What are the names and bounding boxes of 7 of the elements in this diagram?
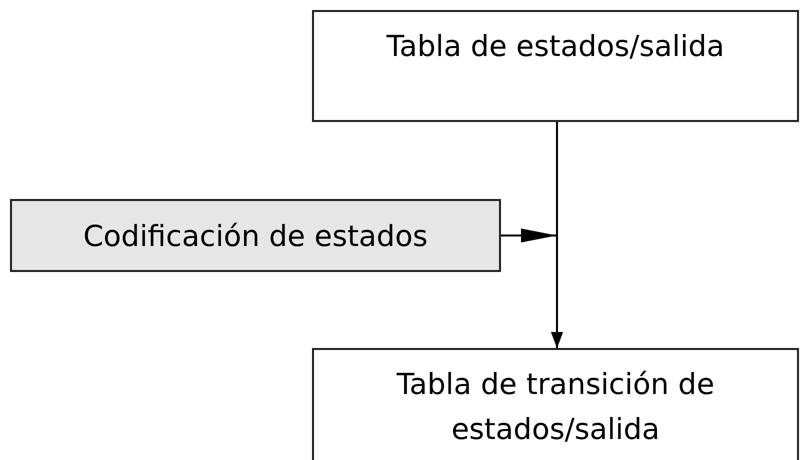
process-box (312, 348, 799, 460)
process-box (10, 199, 501, 272)
box-label: Tabla de transición de estados/salida (396, 366, 716, 448)
process-box (312, 10, 799, 122)
box-label: Codificación de estados (82, 218, 429, 254)
box-label: Tabla de estados/salida (385, 28, 726, 65)
arrow (501, 228, 563, 348)
